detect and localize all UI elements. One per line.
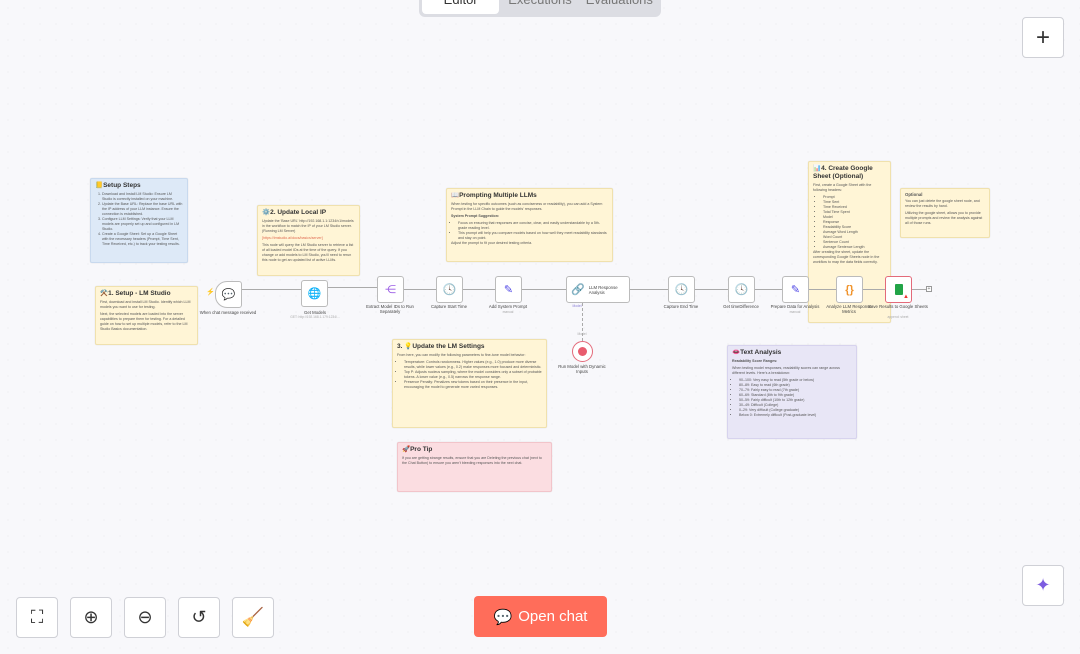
- chain-link-icon: 🔗: [571, 284, 585, 296]
- capture-end-time-node[interactable]: 🕓: [668, 276, 695, 303]
- ai-assistant-button[interactable]: ✦: [1022, 565, 1064, 606]
- note-text-analysis[interactable]: 👄Text Analysis Readability Score Ranges:…: [727, 345, 857, 439]
- note-update-lm-settings[interactable]: 3. 💡Update the LM Settings From here, yo…: [392, 339, 547, 428]
- google-sheets-icon: [894, 284, 903, 295]
- tab-evaluations[interactable]: Evaluations: [581, 0, 658, 14]
- connection: [809, 289, 836, 290]
- connection: [695, 289, 728, 290]
- connection: [912, 289, 926, 290]
- chat-icon: 💬: [221, 289, 236, 301]
- zoom-in-button[interactable]: ⊕: [70, 597, 112, 638]
- broom-icon: 🧹: [241, 607, 265, 627]
- get-time-difference-node[interactable]: 🕓: [728, 276, 755, 303]
- split-icon: ⋲: [385, 284, 396, 296]
- lmstudio-docs-link[interactable]: [https://lmstudio.ai/docs/basics/server]: [262, 236, 323, 240]
- clock-icon: 🕓: [734, 284, 749, 296]
- clock-icon: 🕓: [674, 284, 689, 296]
- note-setup-lm-studio[interactable]: ⚒️1. Setup - LM Studio First, download a…: [95, 286, 198, 345]
- save-to-google-sheets-node[interactable]: [885, 276, 912, 303]
- view-tabs: Editor Executions Evaluations: [419, 0, 661, 17]
- note-pro-tip[interactable]: 🚀Pro Tip If you are getting strange resu…: [397, 442, 552, 492]
- pencil-icon: ✎: [790, 284, 801, 296]
- tab-executions[interactable]: Executions: [501, 0, 578, 14]
- code-braces-icon: {}: [845, 283, 854, 296]
- capture-start-time-node[interactable]: 🕓: [436, 276, 463, 303]
- note-prompting-multiple-llms[interactable]: 📖Prompting Multiple LLMs When testing fo…: [446, 188, 613, 262]
- llm-response-analysis-node[interactable]: 🔗LLM Response Analysis: [566, 276, 630, 303]
- zoom-out-icon: ⊖: [137, 607, 153, 627]
- prepare-data-node[interactable]: ✎: [782, 276, 809, 303]
- get-models-node[interactable]: 🌐: [301, 280, 328, 307]
- fit-view-button[interactable]: ⛶: [16, 597, 58, 638]
- add-node-button[interactable]: +: [926, 286, 932, 292]
- chat-bubble-icon: 💬: [493, 608, 513, 626]
- connection: [522, 289, 566, 290]
- note-setup-steps[interactable]: 📒Setup Steps Download and Install LM Stu…: [90, 178, 188, 263]
- note-optional[interactable]: Optional You can just delete the google …: [900, 188, 990, 238]
- warning-icon: ▲: [903, 294, 909, 300]
- zoom-out-button[interactable]: ⊖: [124, 597, 166, 638]
- fullscreen-icon: ⛶: [30, 607, 44, 627]
- open-chat-button[interactable]: 💬Open chat: [474, 596, 607, 637]
- pencil-icon: ✎: [503, 284, 514, 296]
- note-update-local-ip[interactable]: ⚙️2. Update Local IP Update the 'Base UR…: [257, 205, 360, 276]
- tidy-up-button[interactable]: 🧹: [232, 597, 274, 638]
- sparkle-icon: ✦: [1035, 575, 1051, 595]
- globe-icon: 🌐: [307, 288, 322, 300]
- connection: [463, 289, 495, 290]
- connection: [242, 289, 301, 290]
- connection: [863, 289, 885, 290]
- connection: [630, 289, 668, 290]
- trigger-bolt-icon: ⚡: [206, 289, 215, 296]
- undo-icon: ↺: [191, 607, 207, 627]
- analyze-metrics-node[interactable]: {}: [836, 276, 863, 303]
- plus-icon: +: [1035, 23, 1050, 51]
- run-model-node[interactable]: [572, 341, 593, 362]
- add-system-prompt-node[interactable]: ✎: [495, 276, 522, 303]
- model-icon: [578, 347, 587, 356]
- tab-editor[interactable]: Editor: [422, 0, 500, 14]
- model-connection: [582, 303, 583, 341]
- extract-model-ids-node[interactable]: ⋲: [377, 276, 404, 303]
- add-node-plus-button[interactable]: +: [1022, 17, 1064, 58]
- chat-trigger-node[interactable]: 💬: [215, 281, 242, 308]
- connection: [403, 289, 436, 290]
- connection: [328, 287, 377, 288]
- reset-zoom-button[interactable]: ↺: [178, 597, 220, 638]
- zoom-in-icon: ⊕: [83, 607, 99, 627]
- connection: [755, 289, 782, 290]
- clock-icon: 🕓: [442, 284, 457, 296]
